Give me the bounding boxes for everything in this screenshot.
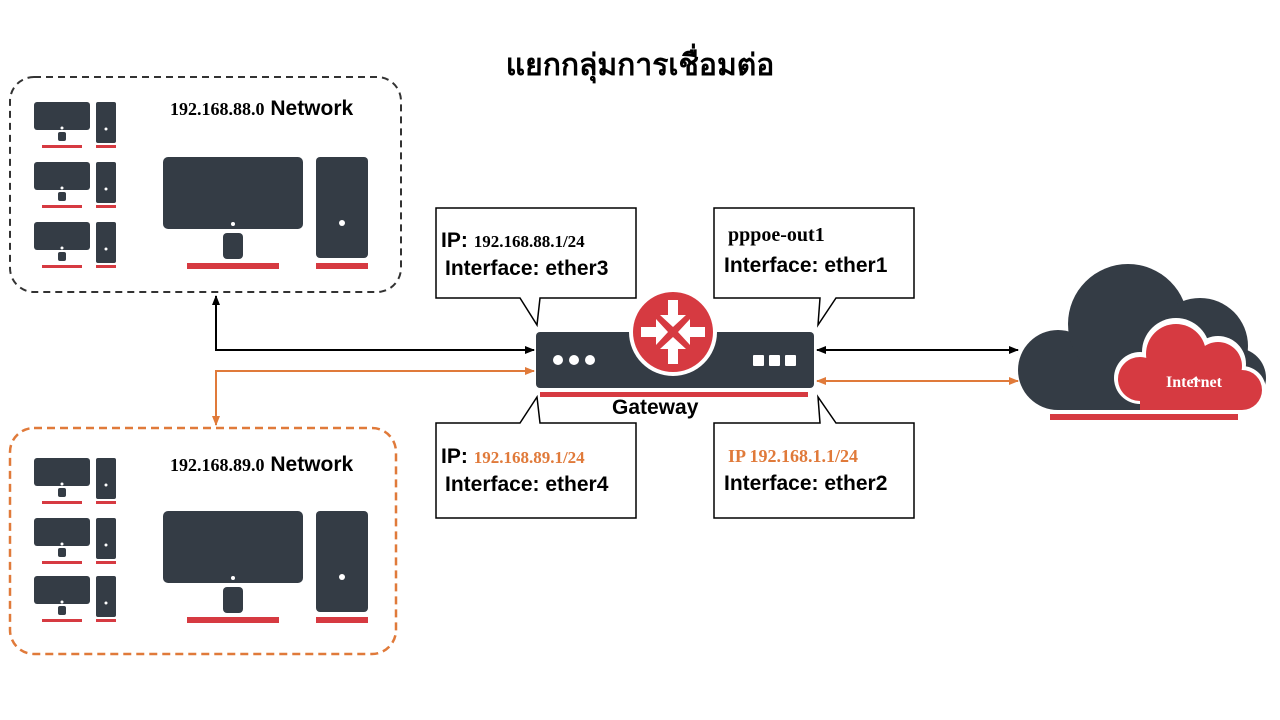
cloud-label: Internet <box>1166 374 1223 391</box>
connection-lan2 <box>212 367 535 426</box>
ip-value: 192.168.88.1/24 <box>473 232 585 251</box>
workstation-icon <box>34 222 116 268</box>
network-group-89 <box>8 426 398 656</box>
workstation-icon <box>34 576 116 622</box>
desktop-computer-icon <box>163 157 368 269</box>
ip-prefix: IP: <box>441 229 468 252</box>
interface-label: Interface: ether2 <box>724 472 888 495</box>
callout-ether1: pppoe-out1 Interface: ether1 <box>724 224 887 278</box>
workstation-icon <box>34 102 116 148</box>
gateway-router <box>536 288 814 397</box>
workstation-icon <box>34 458 116 504</box>
page-title: แยกกลุ่มการเชื่อมต่อ <box>505 48 775 83</box>
ip-value: 192.168.89.1/24 <box>473 448 585 467</box>
workstation-icon <box>34 518 116 564</box>
interface-label: Interface: ether4 <box>445 473 609 496</box>
network-suffix: Network <box>270 97 354 120</box>
desktop-computer-icon <box>163 511 368 623</box>
callout-ether4: IP: 192.168.89.1/24 Interface: ether4 <box>441 445 608 497</box>
ip-prefix: IP: <box>441 445 468 468</box>
workstation-icon <box>34 162 116 208</box>
internet-cloud-icon <box>1018 264 1266 420</box>
connection-lan1 <box>212 295 535 354</box>
callout-box-ether1 <box>713 207 915 328</box>
network-ip: 192.168.88.0 <box>170 99 265 119</box>
gateway-label: Gateway <box>612 396 699 419</box>
interface-label: Interface: ether3 <box>445 257 609 280</box>
network-suffix: Network <box>270 453 354 476</box>
network-group-88 <box>9 76 402 293</box>
router-arrows-icon <box>629 288 717 376</box>
network-label-88: 192.168.88.0 Network <box>170 97 353 121</box>
network-ip: 192.168.89.0 <box>170 455 265 475</box>
network-label-89: 192.168.89.0 Network <box>170 453 353 477</box>
ip-value: IP 192.168.1.1/24 <box>728 446 859 466</box>
callout-ether3: IP: 192.168.88.1/24 Interface: ether3 <box>441 229 608 281</box>
callout-box-ether2 <box>713 394 915 519</box>
pppoe-name: pppoe-out1 <box>728 224 825 246</box>
interface-label: Interface: ether1 <box>724 254 888 277</box>
callout-ether2: IP 192.168.1.1/24 Interface: ether2 <box>724 446 887 496</box>
